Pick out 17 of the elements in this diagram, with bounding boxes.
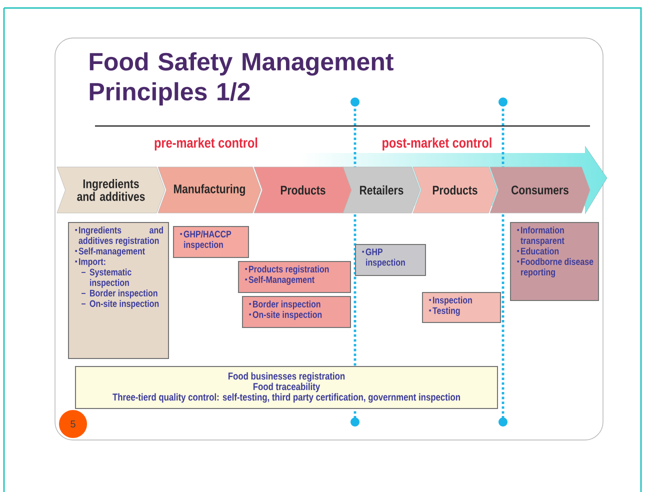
info-box: Food businesses registration Food traceability Three-tierd quality control: self-testing, third party certification, government inspection bbox=[75, 366, 498, 409]
phase-label: post-market control bbox=[382, 137, 492, 151]
info-box: Inspection Testing bbox=[422, 292, 501, 323]
chevron-step: Products bbox=[412, 166, 498, 214]
chevron-step: Products bbox=[254, 166, 352, 214]
info-box: GHP inspection bbox=[355, 244, 426, 276]
info-box: Products registration Self-Management bbox=[238, 261, 351, 293]
chevron-step: Consumers bbox=[490, 166, 590, 214]
chevron-step: Manufacturing bbox=[158, 166, 262, 214]
info-box: Border inspection On-site inspection bbox=[242, 296, 351, 328]
phase-label: pre-market control bbox=[154, 137, 258, 151]
slide-number-badge: 5 bbox=[59, 410, 87, 438]
title: Food Safety Management Principles 1/2 bbox=[90, 52, 394, 106]
info-box: Information transparent Education Foodborne disease reporting bbox=[510, 222, 599, 301]
info-box: Ingredients and additives registration Self-management Import: Systematic inspection Border inspection On-site inspection bbox=[68, 222, 169, 359]
info-box: GHP/HACCP inspection bbox=[173, 226, 249, 258]
chevron-step: Ingredients and additives bbox=[56, 166, 166, 214]
